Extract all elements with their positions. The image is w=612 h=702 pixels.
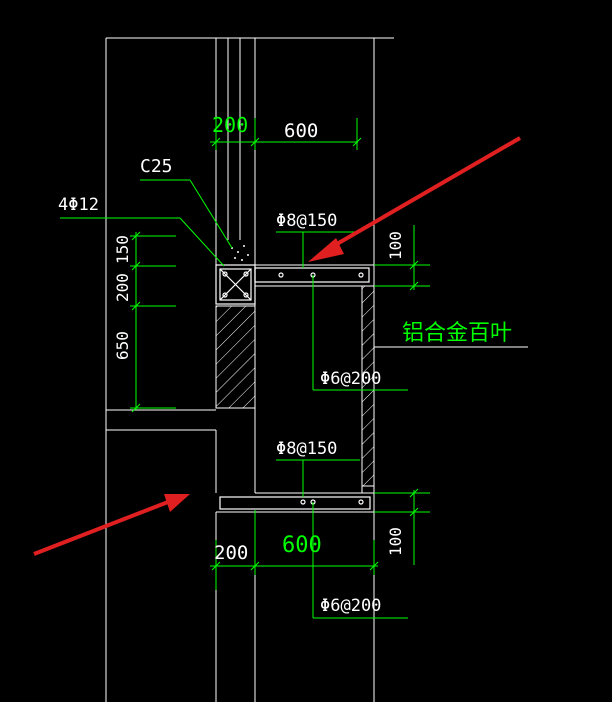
dim-left-150: 150	[113, 235, 132, 264]
dim-top-wall-width: 200	[212, 113, 248, 137]
corner-beam	[215, 264, 256, 305]
hatched-wall-left	[215, 305, 256, 409]
bottom-distribution-label: Φ6@200	[320, 596, 381, 616]
hatched-wall-right	[361, 285, 375, 487]
dim-right-top-100: 100	[386, 231, 405, 260]
concrete-grade-label: C25	[140, 156, 173, 177]
red-arrow-top	[308, 136, 522, 262]
dim-bottom-slab-width: 600	[282, 533, 322, 558]
dim-left-650: 650	[113, 331, 132, 360]
top-stirrup-label: Φ8@150	[276, 211, 337, 231]
louver-note-label: 铝合金百叶	[402, 321, 512, 346]
dim-bottom-wall-width: 200	[214, 542, 248, 564]
red-arrow-bottom	[33, 494, 190, 556]
concrete-fill	[231, 245, 249, 261]
dimension-lines	[60, 118, 430, 619]
dim-right-bottom-100: 100	[386, 527, 405, 556]
bottom-stirrup-label: Φ8@150	[276, 439, 337, 459]
dim-left-200: 200	[113, 273, 132, 302]
dim-top-slab-width: 600	[284, 120, 318, 142]
top-distribution-label: Φ6@200	[320, 369, 381, 389]
corner-bars-label: 4Φ12	[58, 195, 99, 215]
bottom-slab-rebar	[219, 496, 371, 510]
top-slab-rebar	[254, 267, 370, 283]
